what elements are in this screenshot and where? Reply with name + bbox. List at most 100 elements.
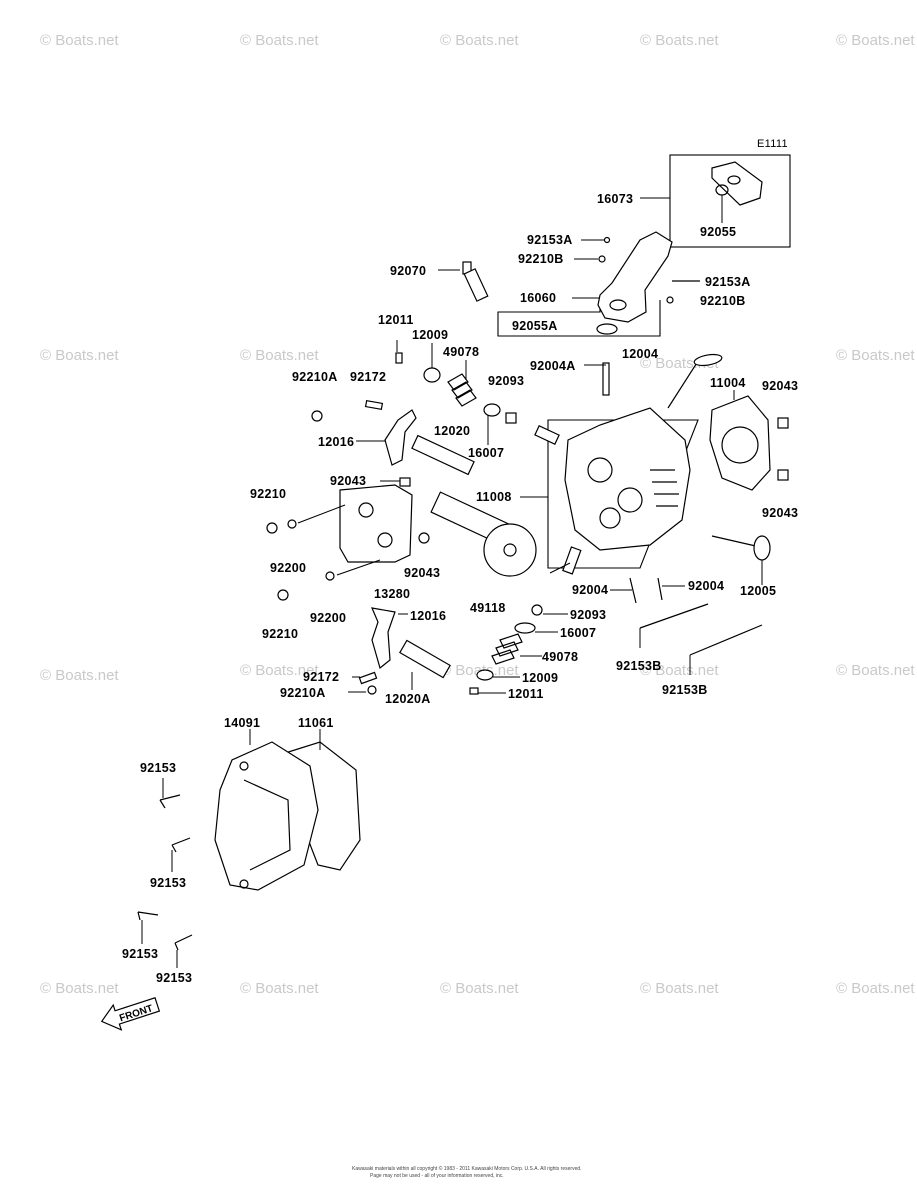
washer-part <box>666 296 674 304</box>
part-label-92210B: 92210B <box>518 252 564 266</box>
part-label-49078: 49078 <box>542 650 578 664</box>
dowel-part <box>399 477 411 487</box>
watermark: © Boats.net <box>240 347 319 364</box>
cover-boss <box>239 761 249 771</box>
part-label-12020A: 12020A <box>385 692 431 706</box>
seal-part <box>483 403 501 417</box>
part-label-92004A: 92004A <box>530 359 576 373</box>
stud-part <box>629 577 663 604</box>
retainer-part <box>476 669 494 681</box>
part-label-92004: 92004 <box>572 583 608 597</box>
footer-note: Page may not be used - all of your infor… <box>370 1173 504 1179</box>
head-cover <box>137 729 361 968</box>
bolt-part <box>174 934 193 951</box>
rocker-shaft-part <box>399 639 451 679</box>
part-label-92093: 92093 <box>570 608 606 622</box>
part-label-13280: 13280 <box>374 587 410 601</box>
part-label-92210A: 92210A <box>280 686 326 700</box>
watermark: © Boats.net <box>40 32 119 49</box>
footer-copyright: Kawasaki materials within all copyright … <box>352 1165 582 1172</box>
part-label-92055: 92055 <box>700 225 736 239</box>
dowel-part <box>777 417 789 429</box>
leader-line <box>549 562 571 574</box>
watermark: © Boats.net <box>836 347 915 364</box>
leader-line <box>297 504 346 524</box>
valve-head <box>693 353 723 367</box>
camshaft <box>418 491 537 577</box>
intake-pipe-group <box>497 231 700 337</box>
watermark: © Boats.net <box>440 980 519 997</box>
rocker-arm-upper <box>311 399 489 476</box>
valve-stem <box>711 535 761 548</box>
cover-detail <box>243 779 291 871</box>
watermark: © Boats.net <box>40 667 119 684</box>
watermark: © Boats.net <box>836 662 915 679</box>
part-label-12004: 12004 <box>622 347 658 361</box>
valve-head <box>753 535 771 561</box>
part-label-92200: 92200 <box>310 611 346 625</box>
part-label-92093: 92093 <box>488 374 524 388</box>
leader-line <box>336 559 381 576</box>
seal-part <box>505 412 517 424</box>
part-label-12009: 12009 <box>522 671 558 685</box>
rocker-shaft-part <box>411 434 475 476</box>
part-label-92210: 92210 <box>262 627 298 641</box>
part-label-92004: 92004 <box>688 579 724 593</box>
head-port <box>599 507 621 529</box>
washer-part <box>325 571 335 581</box>
watermark: © Boats.net <box>40 347 119 364</box>
part-label-92153: 92153 <box>150 876 186 890</box>
stud-part <box>534 425 560 445</box>
part-label-92153: 92153 <box>140 761 176 775</box>
head-port <box>617 487 643 513</box>
bolt-part <box>603 236 611 244</box>
stud-part <box>602 362 610 396</box>
watermarks: © Boats.net © Boats.net © Boats.net © Bo… <box>40 32 915 997</box>
part-label-92043: 92043 <box>762 506 798 520</box>
insulator-hole <box>727 175 741 185</box>
valve-stem <box>667 357 701 409</box>
camshaft-holder-part <box>339 484 413 563</box>
exhaust-valve <box>667 353 723 409</box>
spark-plug-body <box>463 268 489 302</box>
bolt-part <box>137 911 159 921</box>
bolt-part <box>159 794 181 809</box>
nut-part <box>277 589 289 601</box>
part-label-11061: 11061 <box>298 716 334 730</box>
seat-part <box>514 622 536 634</box>
part-label-92172: 92172 <box>350 370 386 384</box>
part-label-16073: 16073 <box>597 192 633 206</box>
part-label-49118: 49118 <box>470 601 506 615</box>
dowel-part <box>777 469 789 481</box>
adjust-screw-part <box>364 399 384 411</box>
head-cover-part <box>214 741 319 891</box>
intake-pipe-flange <box>609 299 627 311</box>
watermark: © Boats.net <box>240 32 319 49</box>
part-label-14091: 14091 <box>224 716 260 730</box>
part-label-12009: 12009 <box>412 328 448 342</box>
watermark: © Boats.net <box>640 980 719 997</box>
part-label-92172: 92172 <box>303 670 339 684</box>
part-label-16060: 16060 <box>520 291 556 305</box>
holder-hole <box>377 532 393 548</box>
holder-hole <box>358 502 374 518</box>
watermark: © Boats.net <box>440 662 519 679</box>
watermark: © Boats.net <box>640 32 719 49</box>
bolt-part <box>639 603 709 629</box>
cotter-part <box>469 687 479 695</box>
front-arrow-shape <box>100 997 161 1031</box>
watermark: © Boats.net <box>640 662 719 679</box>
bolt-part <box>689 624 763 656</box>
part-label-92153B: 92153B <box>616 659 662 673</box>
front-arrow: FRONT <box>100 997 161 1031</box>
part-label-11008: 11008 <box>476 490 512 504</box>
part-label-92210A: 92210A <box>292 370 338 384</box>
part-label-92055A: 92055A <box>512 319 558 333</box>
part-label-12016: 12016 <box>410 609 446 623</box>
part-labels: 16073 92055 92153A 92210B 92153A 16060 9… <box>122 192 798 985</box>
cotter-part <box>395 352 403 364</box>
insulator-box-group <box>640 154 791 248</box>
oring-part <box>596 323 618 335</box>
cylinder-head <box>520 362 699 569</box>
